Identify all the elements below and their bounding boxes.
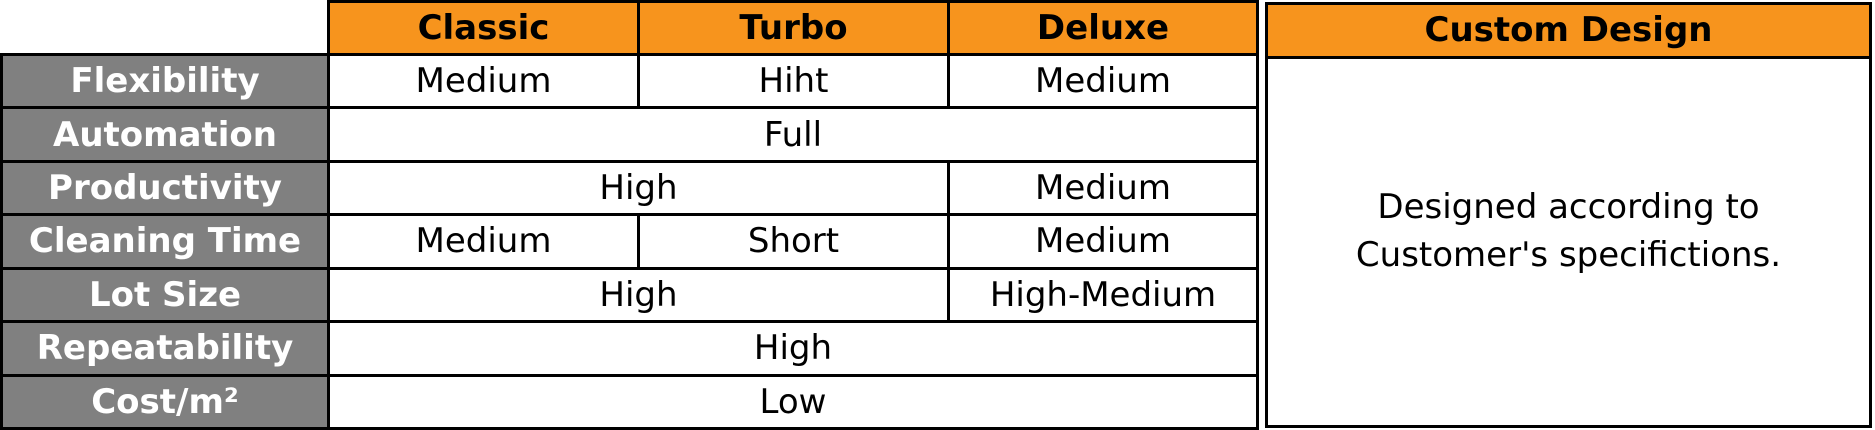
table-cell: High-Medium — [947, 266, 1259, 324]
row-label: Cost/m² — [0, 373, 330, 430]
table-cell: Medium — [947, 213, 1259, 270]
column-header-classic: Classic — [327, 0, 640, 56]
row-label: Productivity — [0, 159, 330, 217]
table-cell: High — [327, 320, 1259, 377]
column-header-deluxe: Deluxe — [947, 0, 1259, 56]
custom-design-text: Designed according to Customer's specifi… — [1355, 187, 1782, 275]
table-cell: High — [327, 159, 950, 217]
table-cell: Hiht — [637, 52, 950, 110]
row-label: Cleaning Time — [0, 213, 330, 270]
column-header-turbo: Turbo — [637, 0, 950, 56]
table-cell: Medium — [327, 52, 640, 110]
custom-design-header: Custom Design — [1268, 5, 1869, 59]
custom-design-panel: Custom Design Designed according to Cust… — [1265, 2, 1872, 428]
table-cell: Full — [327, 106, 1259, 163]
table-cell: High — [327, 266, 950, 324]
row-label: Automation — [0, 106, 330, 163]
row-label: Repeatability — [0, 320, 330, 377]
row-label: Flexibility — [0, 52, 330, 110]
table-cell: Short — [637, 213, 950, 270]
table-cell: Medium — [947, 159, 1259, 217]
row-label: Lot Size — [0, 266, 330, 324]
header-corner — [2, 2, 329, 55]
table-cell: Low — [327, 373, 1259, 430]
table-cell: Medium — [947, 52, 1259, 110]
table-cell: Medium — [327, 213, 640, 270]
header-row: Classic Turbo Deluxe — [2, 0, 1259, 56]
